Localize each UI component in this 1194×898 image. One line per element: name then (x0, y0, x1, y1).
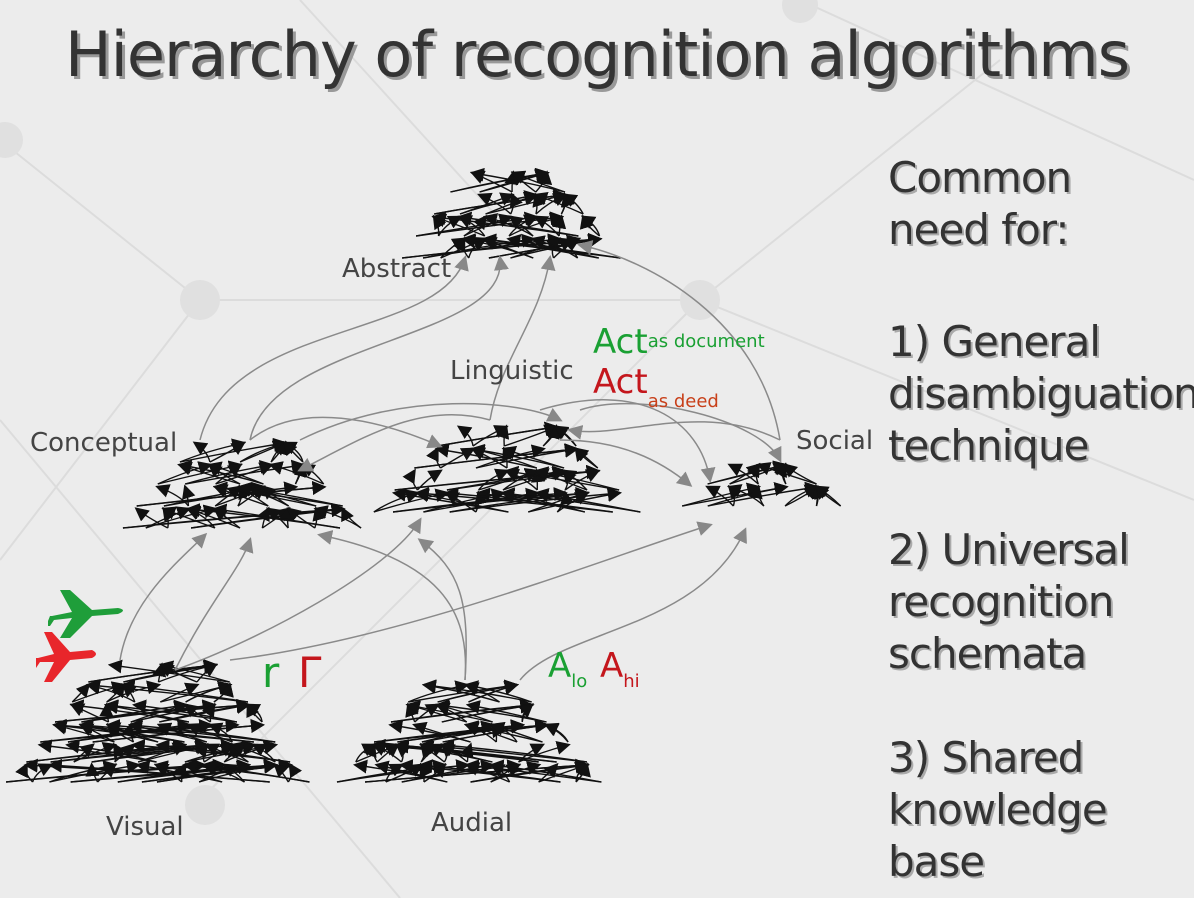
connection-arrow (297, 413, 491, 472)
connection-arrow (174, 517, 422, 671)
connection-arrow (567, 421, 781, 441)
connection-arrow (249, 416, 443, 449)
tree-abstract (402, 167, 621, 259)
act-subscript: as document (647, 331, 765, 352)
annotation-act-document: Actas document (593, 322, 765, 362)
tree-conceptual (122, 437, 362, 529)
node-label-visual: Visual (106, 812, 184, 842)
connection-arrow (299, 402, 563, 441)
node-label-linguistic: Linguistic (450, 356, 574, 386)
act-word: Act (593, 362, 648, 402)
sidebar-item-1: 1) General disambiguation technique (888, 317, 1194, 470)
connection-arrow (119, 532, 208, 661)
letter-r-red: Г (298, 648, 324, 697)
node-label-conceptual: Conceptual (30, 428, 178, 458)
node-label-audial: Audial (431, 808, 513, 838)
annotation-a-hi: Ahi (600, 646, 640, 692)
tree-visual (6, 659, 310, 783)
airplane-icon (48, 590, 123, 638)
sidebar-heading-line: need for: (888, 205, 1069, 254)
connection-arrow (317, 530, 467, 681)
connection-arrow (519, 527, 747, 681)
sidebar-heading-line: Common (888, 153, 1072, 202)
act-subscript: as deed (647, 391, 719, 412)
sidebar-heading: Common need for: (888, 152, 1072, 256)
connection-arrow (559, 439, 693, 487)
recognition-hierarchy-diagram (6, 167, 842, 783)
connection-arrow (579, 403, 782, 463)
tree-audial (336, 679, 602, 783)
act-word: Act (593, 322, 648, 362)
connection-arrows (119, 240, 782, 681)
connection-arrow (174, 537, 254, 671)
sidebar-item-2: 2) Universal recognition schemata (888, 525, 1130, 678)
annotation-act-deed: Actas deed (593, 362, 719, 412)
letter-r-green: r (262, 648, 280, 697)
node-label-social: Social (796, 426, 874, 456)
sidebar-item-3: 3) Shared knowledge base (888, 733, 1108, 886)
connection-arrow (249, 255, 509, 441)
page-title: Hierarchy of recognition algorithms (64, 18, 1130, 91)
tree-linguistic (373, 421, 641, 513)
airplane-icon (36, 632, 96, 682)
connection-arrow (577, 240, 781, 441)
connection-arrow (229, 521, 713, 661)
connection-arrow (199, 255, 469, 441)
node-label-abstract: Abstract (342, 254, 452, 284)
annotation-a-lo: Alo (548, 646, 588, 692)
network-trees (6, 167, 842, 783)
connection-arrow (539, 399, 716, 483)
connection-arrow (489, 255, 556, 421)
connection-arrow (417, 538, 467, 681)
tree-social (681, 460, 842, 507)
